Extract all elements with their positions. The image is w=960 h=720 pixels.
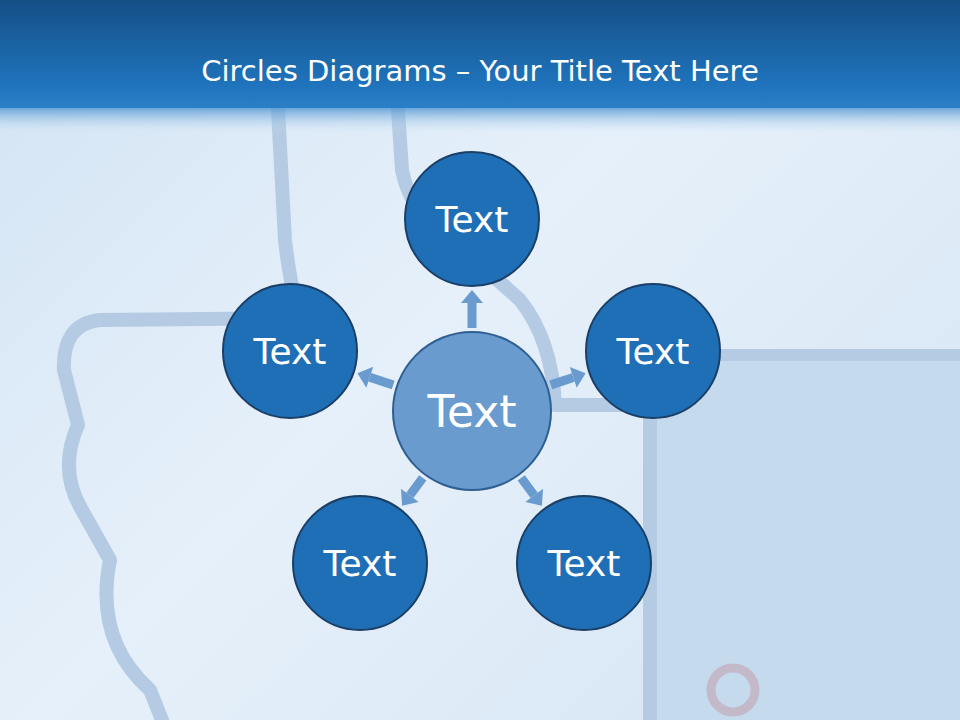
circle-label: Text (324, 543, 397, 584)
circle-label: Text (548, 543, 621, 584)
arrow-shaft (521, 478, 534, 496)
outer-circle: Text (222, 283, 358, 419)
arrow-shaft (551, 377, 573, 384)
arrow-head (401, 489, 419, 506)
outer-circle: Text (404, 151, 540, 287)
block-arrow (551, 367, 586, 388)
outer-circle: Text (292, 495, 428, 631)
outer-circle: Text (516, 495, 652, 631)
center-circle: Text (392, 331, 552, 491)
outer-circle: Text (585, 283, 721, 419)
block-arrow (357, 367, 393, 388)
circle-label: Text (436, 199, 509, 240)
block-arrow (401, 478, 423, 506)
circle-label: Text (428, 386, 517, 437)
arrow-head (570, 367, 586, 388)
arrow-shaft (410, 478, 423, 496)
arrow-head (525, 489, 543, 506)
arrow-shaft (468, 303, 477, 328)
circle-label: Text (254, 331, 327, 372)
block-arrow (461, 290, 483, 328)
block-arrow (521, 478, 543, 506)
circle-label: Text (617, 331, 690, 372)
arrow-shaft (370, 377, 393, 385)
arrow-head (461, 290, 483, 303)
arrow-head (357, 367, 373, 388)
slide-title: Circles Diagrams – Your Title Text Here (0, 54, 960, 88)
